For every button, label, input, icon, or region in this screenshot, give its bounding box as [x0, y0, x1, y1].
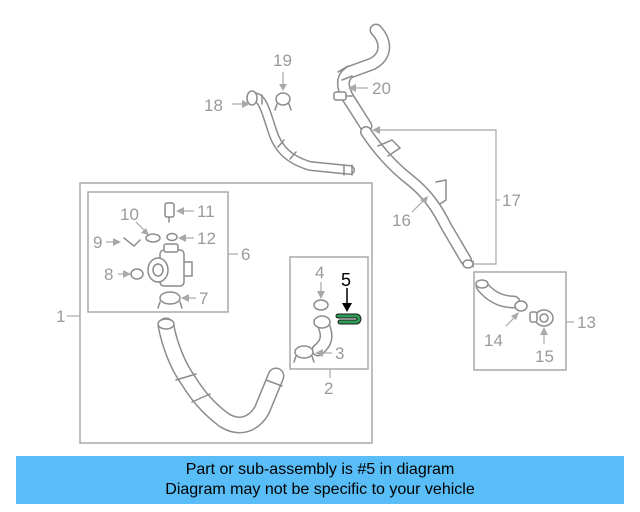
callout-14: 14 — [484, 331, 503, 350]
callout-4: 4 — [315, 263, 324, 282]
fitting-15 — [529, 309, 554, 327]
clamp-3 — [293, 345, 315, 363]
callout-10: 10 — [120, 205, 139, 224]
assembly-box-6 — [87, 191, 229, 313]
callout-16: 16 — [392, 211, 411, 230]
banner-line-1: Part or sub-assembly is #5 in diagram — [185, 461, 455, 478]
arrowhead-10 — [141, 228, 149, 235]
washer-4 — [313, 299, 329, 311]
callout-13: 13 — [577, 313, 596, 332]
callout-8: 8 — [104, 265, 113, 284]
arrowhead-18 — [242, 100, 250, 108]
oring-12 — [166, 232, 178, 242]
callout-12: 12 — [197, 229, 216, 248]
arrowhead-15 — [540, 327, 548, 335]
flange-housing — [147, 243, 193, 287]
callout-15: 15 — [535, 347, 554, 366]
hose-lower — [157, 317, 285, 434]
callout-19: 19 — [273, 51, 292, 70]
arrowhead-9 — [113, 238, 121, 246]
callout-20: 20 — [372, 79, 391, 98]
arrowhead-5 — [342, 303, 352, 312]
banner-line-2: Diagram may not be specific to your vehi… — [165, 481, 475, 498]
callout-9: 9 — [93, 233, 102, 252]
callout-1: 1 — [56, 307, 65, 326]
callout-2: 2 — [324, 379, 333, 398]
assembly-box-13 — [473, 271, 567, 371]
sensor-11 — [164, 202, 175, 223]
arrowhead-19 — [279, 84, 287, 91]
leader-16 — [411, 199, 425, 213]
pipe-16 — [360, 126, 474, 269]
arrowhead-16 — [420, 196, 428, 204]
arrowhead-8 — [123, 270, 131, 278]
callout-18: 18 — [204, 96, 223, 115]
arrowhead-3 — [315, 349, 323, 357]
info-banner: Part or sub-assembly is #5 in diagram Di… — [16, 456, 624, 504]
bracket-17 — [378, 129, 497, 265]
arrowhead-14 — [511, 312, 519, 320]
arrowhead-7 — [181, 294, 189, 302]
hose-18 — [246, 90, 355, 176]
assembly-box-2 — [289, 256, 369, 370]
clamp-20 — [333, 91, 353, 101]
callout-6: 6 — [241, 245, 250, 264]
hose-14 — [475, 279, 521, 309]
seal-10 — [145, 233, 161, 243]
callout-7: 7 — [199, 289, 208, 308]
ring-8 — [130, 268, 144, 280]
elbow-fitting — [311, 315, 333, 357]
clamp-7 — [157, 291, 183, 309]
part-5-clip — [335, 313, 362, 325]
assembly-box-1 — [79, 182, 373, 444]
clip-9 — [123, 237, 141, 248]
hose-upper-right — [337, 23, 391, 133]
arrowhead-20 — [348, 84, 356, 92]
callout-5: 5 — [341, 270, 351, 290]
callout-17: 17 — [502, 191, 521, 210]
callout-11: 11 — [197, 202, 215, 221]
callout-3: 3 — [335, 344, 344, 363]
arrowhead-17a — [372, 126, 380, 134]
parts-diagram: 1 2 3 4 5 6 7 8 9 10 11 12 13 14 15 16 1… — [56, 23, 596, 444]
clamp-19 — [274, 92, 292, 111]
arrowhead-11 — [176, 207, 184, 215]
arrowhead-4 — [317, 291, 325, 299]
arrowhead-12 — [178, 234, 186, 242]
clamp-14 — [514, 300, 528, 312]
